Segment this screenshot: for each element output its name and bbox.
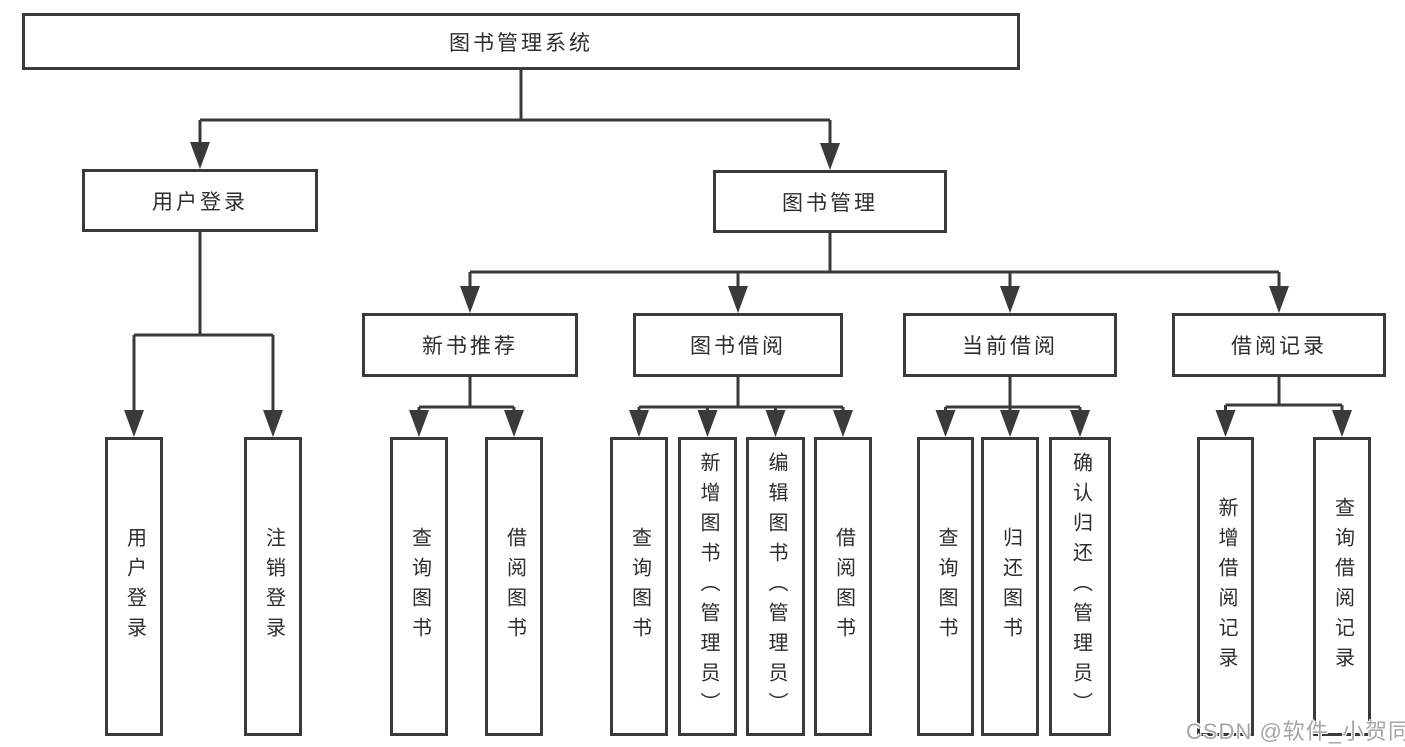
node-leaf-add-borrow-record: 新增借阅记录 [1197, 437, 1254, 736]
node-leaf-borrow-books-1: 借阅图书 [485, 437, 543, 736]
node-label: 图书借阅 [690, 335, 786, 358]
node-borrowing-records: 借阅记录 [1172, 313, 1386, 377]
watermark: CSDN @软件_小贺同学 [1186, 719, 1405, 744]
node-label: 查询借阅记录 [1331, 496, 1354, 677]
node-label: 查询图书 [408, 526, 431, 647]
node-leaf-query-books-2: 查询图书 [610, 437, 668, 736]
node-user-login-group: 用户登录 [82, 169, 318, 232]
node-leaf-logout: 注销登录 [244, 437, 302, 736]
node-label: 确认归还（管理员） [1069, 451, 1092, 722]
node-library-management-system: 图书管理系统 [22, 13, 1020, 70]
node-label: 新书推荐 [422, 335, 518, 358]
node-label: 借阅图书 [832, 526, 855, 647]
node-label: 当前借阅 [962, 335, 1058, 358]
node-label: 借阅记录 [1231, 335, 1327, 358]
node-leaf-user-login: 用户登录 [105, 437, 163, 736]
node-new-book-recommendation: 新书推荐 [362, 313, 578, 377]
node-book-borrowing: 图书借阅 [633, 313, 843, 377]
node-leaf-query-borrow-record: 查询借阅记录 [1313, 437, 1371, 736]
node-label: 用户登录 [123, 526, 146, 647]
node-book-management: 图书管理 [713, 170, 947, 233]
node-leaf-query-books-1: 查询图书 [390, 437, 448, 736]
node-label: 编辑图书（管理员） [765, 451, 787, 722]
node-label: 查询图书 [628, 526, 651, 647]
node-label: 新增借阅记录 [1215, 496, 1237, 677]
node-label: 查询图书 [935, 526, 957, 647]
node-label: 新增图书（管理员） [697, 451, 719, 722]
node-leaf-add-books-admin: 新增图书（管理员） [678, 437, 737, 736]
node-label: 用户登录 [152, 190, 248, 214]
arrowheads [124, 142, 1352, 437]
node-label: 借阅图书 [503, 526, 526, 647]
node-leaf-query-books-3: 查询图书 [917, 437, 974, 736]
node-label: 图书管理 [782, 191, 878, 215]
node-current-borrowing: 当前借阅 [903, 313, 1117, 377]
node-label: 图书管理系统 [449, 31, 593, 55]
node-label: 归还图书 [999, 526, 1022, 647]
node-leaf-return-books: 归还图书 [981, 437, 1039, 736]
node-label: 注销登录 [262, 526, 285, 647]
node-leaf-borrow-books-2: 借阅图书 [814, 437, 872, 736]
node-leaf-edit-books-admin: 编辑图书（管理员） [746, 437, 805, 736]
node-leaf-confirm-return-admin: 确认归还（管理员） [1049, 437, 1111, 736]
